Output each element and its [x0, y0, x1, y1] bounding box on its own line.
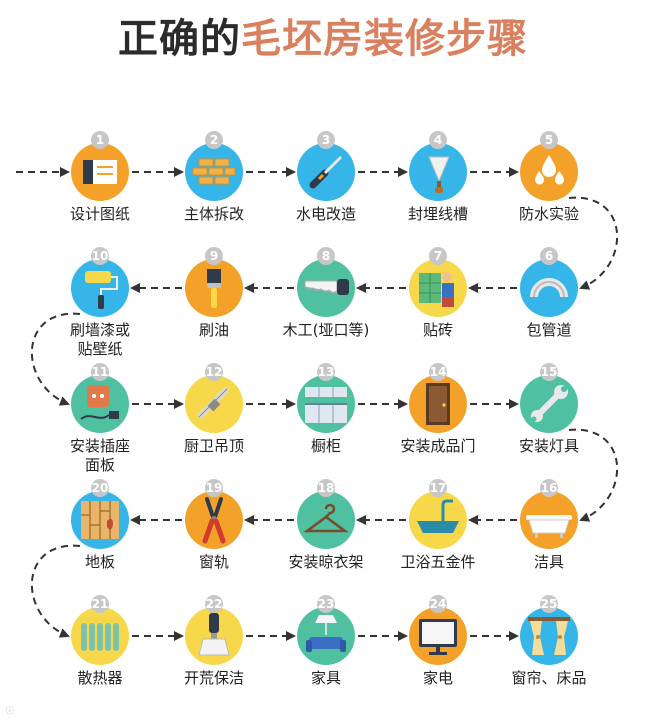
step-number-badge: 19 [205, 479, 223, 497]
pipe-icon [520, 259, 578, 317]
radiator-icon [71, 607, 129, 665]
step-label: 安装插座 面板 [69, 437, 130, 474]
watermark: ⓘ [6, 706, 14, 715]
step-label: 主体拆改 [183, 205, 244, 223]
step-number-badge: 25 [540, 595, 558, 613]
pliers-icon [185, 491, 243, 549]
step-number-badge: 7 [429, 247, 447, 265]
step-number-badge: 15 [540, 363, 558, 381]
door-icon [409, 375, 467, 433]
step-label: 开荒保洁 [183, 669, 244, 687]
step-number-badge: 21 [91, 595, 109, 613]
wood-floor-icon [71, 491, 129, 549]
step-label: 厨卫吊顶 [183, 437, 244, 455]
step-number-badge: 9 [205, 247, 223, 265]
trowel-icon [409, 143, 467, 201]
step-label: 刷油 [198, 321, 229, 339]
saw-icon [297, 259, 355, 317]
scraper-icon [185, 607, 243, 665]
screwdriver-icon [297, 143, 355, 201]
step-number-badge: 10 [91, 247, 109, 265]
step-label: 窗帘、床品 [511, 669, 587, 687]
step-label: 地板 [84, 553, 115, 571]
title-part-accent: 毛坯房装修步骤 [241, 16, 528, 62]
clothes-hanger-icon [297, 491, 355, 549]
step-number-badge: 18 [317, 479, 335, 497]
step-label: 安装灯具 [518, 437, 579, 455]
step-number-badge: 20 [91, 479, 109, 497]
curtain-icon [520, 607, 578, 665]
wrench-icon [520, 375, 578, 433]
step-label: 设计图纸 [69, 205, 130, 223]
water-drops-icon [520, 143, 578, 201]
step-label: 洁具 [533, 553, 564, 571]
step-number-badge: 6 [540, 247, 558, 265]
step-number-badge: 5 [540, 131, 558, 149]
page-title: 正确的毛坯房装修步骤 [0, 6, 646, 64]
bathtub-icon [520, 491, 578, 549]
step-label: 木工(垭口等) [282, 321, 370, 339]
step-number-badge: 8 [317, 247, 335, 265]
caliper-icon [185, 375, 243, 433]
step-label: 安装晾衣架 [288, 553, 364, 571]
step-number-badge: 22 [205, 595, 223, 613]
step-label: 安装成品门 [400, 437, 476, 455]
brick-wall-icon [185, 143, 243, 201]
step-label: 窗轨 [198, 553, 229, 571]
paint-brush-icon [185, 259, 243, 317]
socket-plug-icon [71, 375, 129, 433]
step-label: 家电 [422, 669, 453, 687]
blueprint-icon [71, 143, 129, 201]
step-number-badge: 4 [429, 131, 447, 149]
step-label: 橱柜 [310, 437, 341, 455]
step-label: 水电改造 [295, 205, 356, 223]
basin-faucet-icon [409, 491, 467, 549]
paint-roller-icon [71, 259, 129, 317]
title-part-dark: 正确的 [118, 16, 241, 62]
step-label: 包管道 [526, 321, 572, 339]
step-number-badge: 23 [317, 595, 335, 613]
kitchen-cabinet-icon [297, 375, 355, 433]
sofa-lamp-icon [297, 607, 355, 665]
step-number-badge: 1 [91, 131, 109, 149]
step-number-badge: 16 [540, 479, 558, 497]
step-label: 家具 [310, 669, 341, 687]
step-number-badge: 24 [429, 595, 447, 613]
step-label: 防水实验 [518, 205, 579, 223]
tiler-worker-icon [409, 259, 467, 317]
step-label: 刷墙漆或 贴壁纸 [69, 321, 130, 358]
step-number-badge: 13 [317, 363, 335, 381]
step-label: 贴砖 [422, 321, 453, 339]
step-number-badge: 11 [91, 363, 109, 381]
tv-monitor-icon [409, 607, 467, 665]
step-label: 散热器 [77, 669, 123, 687]
step-label: 封埋线槽 [407, 205, 468, 223]
step-number-badge: 2 [205, 131, 223, 149]
step-number-badge: 12 [205, 363, 223, 381]
step-number-badge: 17 [429, 479, 447, 497]
step-number-badge: 3 [317, 131, 335, 149]
step-number-badge: 14 [429, 363, 447, 381]
step-label: 卫浴五金件 [400, 553, 476, 571]
